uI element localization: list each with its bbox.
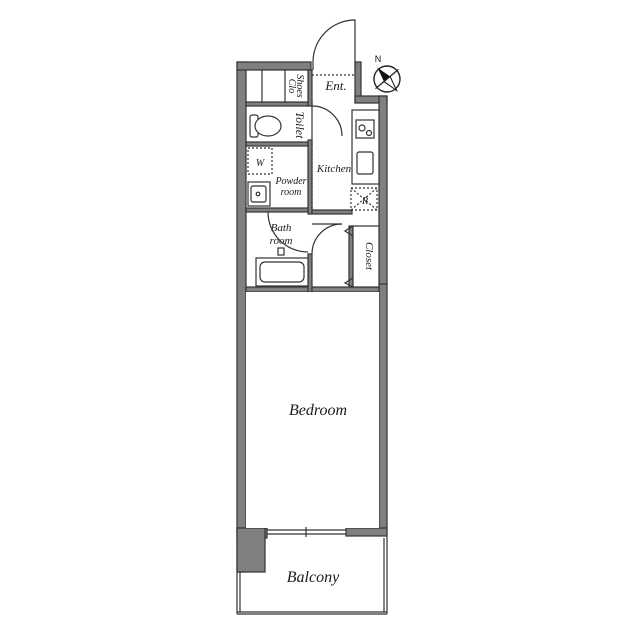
balcony-label: Balcony [287,569,340,586]
closet-label: Closet [363,242,375,271]
toilet-room: Toilet [249,105,343,140]
toilet-label: Toilet [293,112,307,140]
bedroom: Bedroom [246,292,379,528]
shoes-clo-label-1: Shoes [294,74,305,97]
kitchen: Kitchen R [316,109,380,211]
balcony: Balcony [236,536,388,615]
entrance-label: Ent. [324,78,346,93]
shoes-clo-label-2: Clo [286,79,297,93]
bedroom-label: Bedroom [289,402,347,419]
balcony-window [267,527,346,537]
washer-label: W [256,158,266,169]
bath-room: Bath room [255,211,343,287]
entrance-door [312,19,356,70]
refrigerator-label: R [361,196,368,207]
bath-room-label-1: Bath [271,222,292,234]
compass-icon: N [373,54,401,93]
compass-north-label: N [375,54,382,64]
interior-walls [245,69,380,293]
closet: Closet [343,225,380,288]
powder-room-label-2: room [281,187,302,198]
shoes-closet: Shoes Clo [261,69,309,103]
powder-room: W Powder room [247,147,313,208]
powder-room-label-1: Powder [274,176,306,187]
kitchen-label: Kitchen [316,163,352,175]
